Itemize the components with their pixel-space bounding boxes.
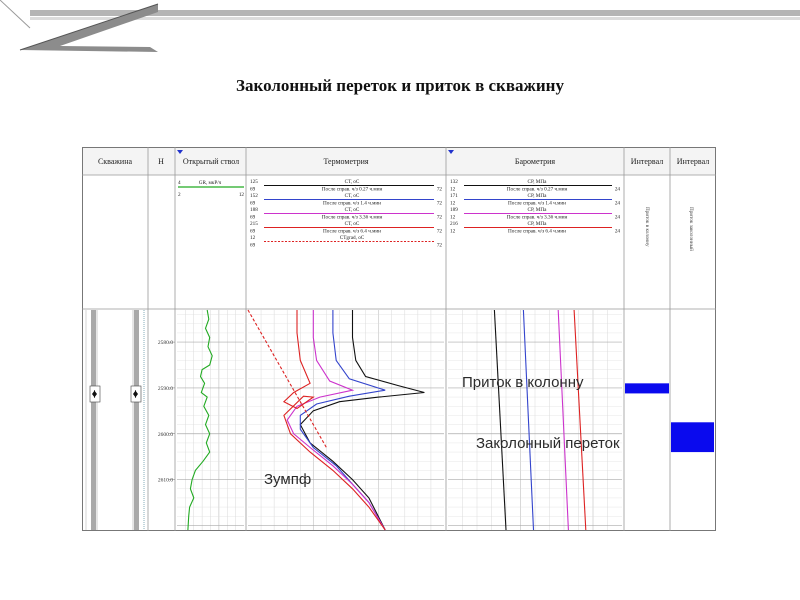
thermo-legend-start-4: 188 (250, 207, 258, 213)
thermo-legend-end-5: 72 (437, 215, 443, 221)
interval-label-crossflow: Приток заколонный (688, 207, 695, 251)
baro-legend-start-0: 132 (450, 179, 458, 185)
well-log-chart: Скважина Н Открытый ствол Термометрия Ба… (82, 147, 716, 531)
baro-legend-start-5: 12 (450, 215, 456, 221)
depth-tick-0: 2580.0 (158, 340, 173, 346)
annotation-crossflow: Заколонный переток (476, 435, 620, 452)
depth-tick-2: 2600.0 (158, 432, 173, 438)
baro-curve-1 (522, 309, 535, 531)
baro-legend-end-5: 24 (615, 215, 621, 221)
thermo-curve-3 (282, 310, 386, 531)
well-schematic (85, 310, 145, 530)
baro-legend-end-3: 24 (615, 201, 621, 207)
casing-right-inner (132, 310, 134, 530)
baro-legend-name-0: СР, МПа (528, 179, 548, 185)
header-interval-2: Интервал (677, 157, 709, 166)
header-bar-gray (30, 10, 800, 16)
thermo-legend-note-5: После справ. ч/з 3.36 ч.мин (322, 215, 383, 221)
thermo-legend-end-1: 72 (437, 187, 443, 193)
thermo-legend-note-3: После справ. ч/з 1.4 ч.мин (323, 201, 381, 207)
gr-legend-label: GR, мкР/ч (199, 180, 222, 186)
thermo-legend-end-7: 72 (437, 229, 443, 235)
page-title: Заколонный переток и приток в скважину (236, 76, 564, 95)
track-dividers (147, 147, 671, 531)
header-h: Н (158, 157, 164, 166)
header-well: Скважина (98, 157, 133, 166)
interval-block-1 (671, 422, 714, 453)
gr-legend-max2: 12 (239, 192, 245, 198)
thermo-legend-start-0: 125 (250, 179, 258, 185)
casing-left-inner (96, 310, 98, 530)
casing-left (91, 310, 96, 530)
thermo-legend-end-3: 72 (437, 201, 443, 207)
thermo-legend-start-5: 69 (250, 215, 256, 221)
baro-legend-start-1: 12 (450, 187, 456, 193)
thermo-legend-name-0: СТ, оС (345, 179, 360, 185)
baro-legend-note-7: После справ. ч/з 6.4 ч.мин (508, 229, 566, 235)
baro-legend-start-2: 171 (450, 193, 458, 199)
open-hole-marker-icon (177, 150, 183, 154)
header-open-hole: Открытый ствол (183, 157, 239, 166)
header-decoration (0, 0, 800, 52)
thermo-legend-start-6: 215 (250, 221, 258, 227)
baro-legend-note-5: После справ. ч/з 3.36 ч.мин (507, 215, 568, 221)
header-thermo: Термометрия (323, 157, 368, 166)
thermo-legend-name-2: СТ, оС (345, 193, 360, 199)
interval-label-inflow: Приток в колонну (644, 207, 650, 247)
thermo-legend-start-9: 69 (250, 243, 256, 249)
depth-tick-1: 2590.0 (158, 386, 173, 392)
thermo-legend-start-7: 69 (250, 229, 256, 235)
thermo-legend-end-9: 72 (437, 243, 443, 249)
baro-legend-name-4: СР, МПа (528, 207, 548, 213)
baro-legend-start-3: 12 (450, 201, 456, 207)
log-curves (187, 309, 587, 531)
thermo-legend-name-6: СТ, оС (345, 221, 360, 227)
baro-legend-start-4: 189 (450, 207, 458, 213)
thermo-curve-4 (247, 309, 327, 448)
header-baro: Барометрия (515, 157, 555, 166)
gr-legend-min: 4 (178, 180, 181, 186)
baro-legend-note-3: После справ. ч/з 1.4 ч.мин (508, 201, 566, 207)
header-bg (83, 148, 715, 175)
log-frame (82, 147, 716, 531)
header-corner-line (0, 0, 31, 29)
baro-marker-icon (448, 150, 454, 154)
thermo-legend-name-4: СТ, оС (345, 207, 360, 213)
thermo-curve-2 (286, 310, 386, 531)
thermo-legend-note-7: После справ. ч/з 6.4 ч.мин (323, 229, 381, 235)
thermo-legend-start-1: 69 (250, 187, 256, 193)
header-bar-light (30, 17, 800, 20)
gr-curve-0 (187, 309, 213, 531)
baro-legend-name-6: СР, МПа (528, 221, 548, 227)
baro-legend-start-6: 216 (450, 221, 458, 227)
baro-legend-start-7: 12 (450, 229, 456, 235)
baro-curve-0 (493, 309, 507, 531)
gr-legend: 4 GR, мкР/ч 2 12 (178, 180, 244, 198)
thermo-curve-0 (299, 310, 425, 531)
baro-legend-end-1: 24 (615, 187, 621, 193)
depth-axis: 2580.0 2590.0 2600.0 2610.0 (158, 340, 175, 484)
casing-right (134, 310, 139, 530)
baro-legend-end-7: 24 (615, 229, 621, 235)
baro-curve-3 (573, 309, 587, 531)
header-interval-1: Интервал (631, 157, 663, 166)
thermo-legend-name-8: СТgrad, оС (340, 235, 365, 241)
header-wedge-edge (19, 3, 159, 51)
thermo-legend-start-8: 12 (250, 235, 256, 241)
plot-grid (177, 310, 622, 530)
baro-legend-name-2: СР, МПа (528, 193, 548, 199)
thermo-legend-note-1: После справ. ч/з 0.27 ч.мин (322, 187, 383, 193)
gr-legend-min2: 2 (178, 192, 181, 198)
baro-legend-note-1: После справ. ч/з 0.27 ч.мин (507, 187, 568, 193)
thermo-legend-start-2: 152 (250, 193, 258, 199)
thermo-legend-start-3: 69 (250, 201, 256, 207)
annotation-sump: Зумпф (264, 471, 311, 488)
interval-blocks (625, 383, 714, 453)
interval-block-0 (625, 383, 669, 394)
annotation-inflow: Приток в колонну (462, 374, 584, 391)
baro-curve-2 (557, 309, 569, 531)
depth-tick-3: 2610.0 (158, 478, 173, 484)
